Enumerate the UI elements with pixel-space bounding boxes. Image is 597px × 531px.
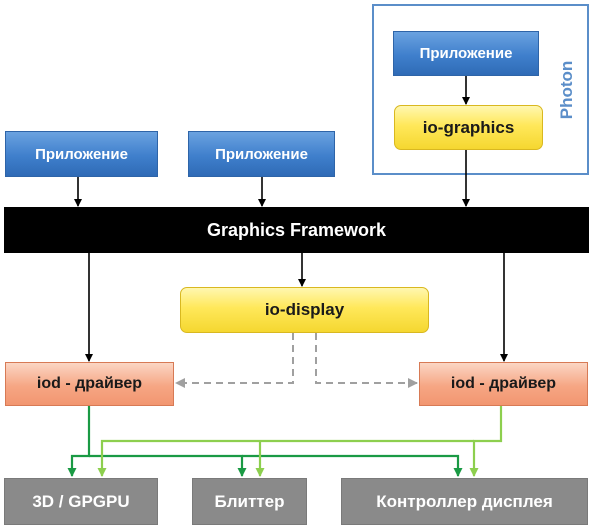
driver-box-left: iod - драйвер (5, 362, 174, 406)
arrow-left-driver-to-3d (67, 406, 91, 477)
io-graphics-box: io-graphics (394, 105, 543, 150)
arrow-io-display-to-right-driver (315, 333, 418, 388)
arrow-io-display-to-left-driver (175, 333, 294, 388)
app-box-2: Приложение (188, 131, 335, 177)
photon-app-box: Приложение (393, 31, 539, 76)
hardware-display-controller: Контроллер дисплея (341, 478, 588, 525)
graphics-framework-bar: Graphics Framework (4, 207, 589, 253)
arrow-left-driver-to-display-controller (242, 454, 463, 477)
driver-box-right: iod - драйвер (419, 362, 588, 406)
arrow-right-driver-to-3d (97, 439, 474, 477)
io-display-box: io-display (180, 287, 429, 333)
arrow-left-driver-to-blitter (89, 454, 247, 477)
hardware-3d-gpgpu: 3D / GPGPU (4, 478, 158, 525)
app-box-1: Приложение (5, 131, 158, 177)
arrow-right-driver-to-display-controller (469, 406, 503, 477)
hardware-blitter: Блиттер (192, 478, 307, 525)
